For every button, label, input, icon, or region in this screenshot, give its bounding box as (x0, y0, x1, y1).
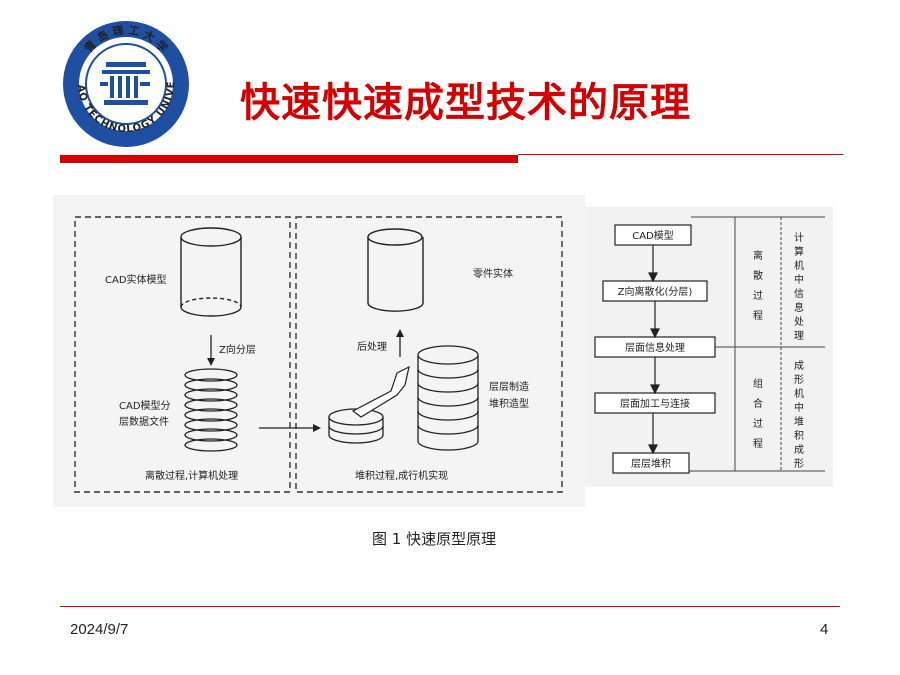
title-underline-thin (518, 154, 843, 155)
build-label-1: 层层制造 (489, 380, 529, 393)
cad-model-label: CAD实体模型 (105, 273, 167, 286)
layer-file-label-2: 层数据文件 (119, 415, 169, 428)
domain-1-char-2: 算 (794, 245, 804, 258)
domain-2-char-6: 积 (794, 430, 804, 442)
domain-1-char-3: 机 (794, 259, 804, 272)
domain-1-char-8: 理 (794, 330, 804, 342)
flow-step-5-label: 层层堆积 (631, 458, 671, 470)
page-number: 4 (820, 621, 829, 638)
domain-1-char-5: 信 (794, 288, 804, 300)
post-process-label: 后处理 (357, 341, 387, 353)
domain-2-char-5: 堆 (794, 416, 804, 428)
footer-rule (60, 606, 840, 607)
z-slice-label: Z向分层 (219, 343, 256, 356)
right-panel-footer: 堆积过程,成行机实现 (355, 469, 448, 482)
layer-file-label-1: CAD模型分 (119, 399, 171, 412)
domain-2-char-3: 机 (794, 387, 804, 400)
left-panel-footer: 离散过程,计算机处理 (145, 469, 238, 482)
process-1-char-1: 离 (753, 249, 763, 262)
logo-emblem-icon (100, 62, 150, 105)
slide-date: 2024/9/7 (70, 621, 129, 638)
single-layer-disc-icon (328, 408, 384, 444)
process-2-char-3: 过 (753, 417, 763, 430)
domain-2-char-7: 成 (794, 444, 804, 456)
layer-transfer-arrow-icon (351, 365, 410, 418)
process-1-char-2: 散 (753, 269, 763, 282)
rp-process-flow: CAD模型 Z向离散化(分层) 层面信息处理 层面加工与连接 层层堆积 离 散 … (585, 207, 833, 487)
rp-principle-figure: CAD实体模型 Z向分层 CAD模型分 层数据文件 离散过程,计算机处理 (53, 195, 585, 507)
domain-1-char-6: 息 (794, 301, 804, 314)
flow-step-1-label: CAD模型 (632, 229, 674, 242)
stacked-layers-icon (417, 345, 479, 451)
flow-step-5 (612, 452, 690, 474)
slide-title: 快速快速成型技术的原理 (240, 80, 691, 126)
flow-step-4-label: 层面加工与连接 (620, 397, 690, 410)
flow-step-3-label: 层面信息处理 (625, 341, 685, 354)
domain-1-char-7: 处 (794, 316, 804, 328)
domain-2-char-2: 形 (794, 374, 804, 386)
process-2-char-2: 合 (753, 397, 763, 410)
domain-2-char-8: 形 (794, 458, 804, 470)
cad-model-cylinder-icon (180, 227, 242, 317)
part-solid-cylinder-icon (367, 228, 424, 312)
build-label-2: 堆积造型 (489, 397, 529, 410)
process-2-char-4: 程 (753, 438, 763, 450)
process-1-char-3: 过 (753, 289, 763, 302)
figure-caption: 图 1 快速原型原理 (372, 530, 497, 548)
process-1-char-4: 程 (753, 310, 763, 322)
part-solid-label: 零件实体 (473, 267, 513, 280)
domain-1-char-4: 中 (794, 273, 804, 286)
domain-2-char-1: 成 (794, 360, 804, 372)
domain-2-char-4: 中 (794, 401, 804, 414)
title-underline (60, 155, 518, 163)
flow-step-2-label: Z向离散化(分层) (618, 285, 693, 298)
university-logo: QINGDAO TECHNOLOGY UNIVERSITY 青 岛 理 工 大 … (55, 10, 192, 150)
sliced-layers-icon (184, 368, 238, 452)
process-2-char-1: 组 (753, 377, 763, 390)
domain-1-char-1: 计 (794, 231, 804, 244)
